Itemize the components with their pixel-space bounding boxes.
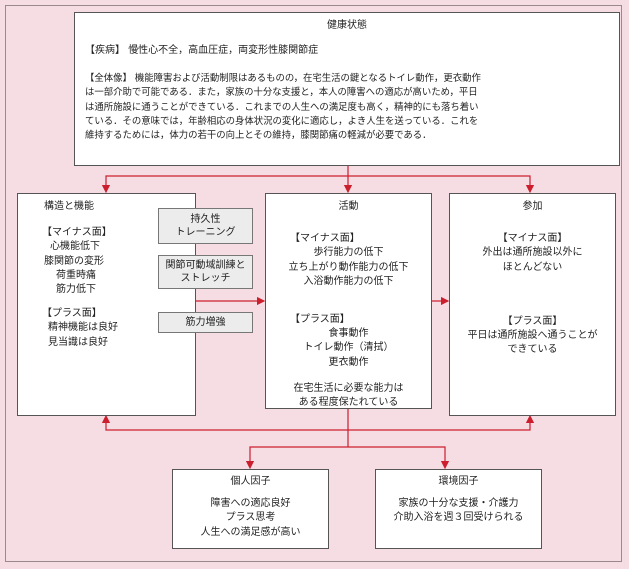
participation-plus: 【プラス面】 平日は通所施設へ通うことが できている — [456, 315, 609, 358]
participation-minus-label: 【マイナス面】 — [497, 233, 568, 245]
environmental-factors-box: 環境因子 家族の十分な支援・介護力 介助入浴を週３回受けられる — [375, 469, 542, 549]
participation-minus: 【マイナス面】 外出は通所施設以外に ほとんどない — [456, 232, 609, 275]
structure-minus-item: 荷重時痛 — [56, 269, 96, 281]
chip-line: 関節可動域訓練と — [165, 259, 246, 271]
structure-plus-item: 精神機能は良好 — [48, 322, 118, 334]
overview-line: は一部介助で可能である．また，家族の十分な支援と，本人の障害への適応が高いため，… — [85, 87, 478, 99]
personal-factor-item: 人生への満足感が高い — [200, 526, 301, 538]
personal-factor-item: 障害への適応良好 — [210, 498, 291, 510]
chip-line: ストレッチ — [180, 273, 231, 284]
activity-minus: 【マイナス面】 歩行能力の低下 立ち上がり動作能力の低下 入浴動作能力の低下 — [272, 232, 425, 289]
environmental-factor-item: 介助入浴を週３回受けられる — [393, 512, 524, 524]
activity-title: 活動 — [338, 201, 359, 212]
disease-label: 【疾病】 — [85, 45, 125, 57]
bottom-participation-arrow — [348, 414, 535, 431]
overview-text: 【全体像】 機能障害および活動制限はあるものの，在宅生活の鍵となるトイレ動作，更… — [85, 72, 609, 143]
participation-plus-line: できている — [507, 344, 558, 356]
activity-plus-item: 更衣動作 — [328, 356, 369, 368]
activity-minus-item: 立ち上がり動作能力の低下 — [288, 261, 409, 273]
environmental-factors-title: 環境因子 — [438, 476, 479, 487]
structure-plus: 【プラス面】 精神機能は良好 見当識は良好 — [26, 307, 187, 350]
health-participation-arrow — [348, 175, 535, 194]
overview-line: ている．その意味では，年齢相応の身体状況の変化に適応し，よき人生を送っている．こ… — [85, 115, 479, 127]
endurance-training-chip: 持久性 トレーニング — [158, 208, 253, 244]
structure-minus: 【マイナス面】 心機能低下 膝関節の変形 荷重時痛 筋力低下 — [26, 226, 187, 297]
personal-factors-title: 個人因子 — [230, 476, 271, 487]
structure-minus-label: 【マイナス面】 — [42, 227, 112, 239]
overview-line: 維持するためには，体力の若干の向上とその維持，膝関節痛の軽減が必要である． — [85, 129, 432, 141]
activity-minus-item: 入浴動作能力の低下 — [303, 275, 394, 287]
health-structure-arrow — [101, 175, 348, 194]
participation-minus-line: ほとんどない — [502, 261, 563, 273]
diagram-frame — [5, 5, 622, 562]
activity-plus: 【プラス面】 食事動作 トイレ動作（清拭） 更衣動作 — [272, 313, 425, 370]
chip-line: 筋力増強 — [185, 316, 226, 328]
activity-box: 活動 【マイナス面】 歩行能力の低下 立ち上がり動作能力の低下 入浴動作能力の低… — [265, 193, 432, 409]
overview-line: 【全体像】 機能障害および活動制限はあるものの，在宅生活の鍵となるトイレ動作，更… — [85, 73, 481, 85]
activity-minus-item: 歩行能力の低下 — [313, 247, 384, 259]
environmental-factor-item: 家族の十分な支援・介護力 — [398, 498, 519, 510]
chip-line: トレーニング — [175, 227, 236, 238]
participation-box: 参加 【マイナス面】 外出は通所施設以外に ほとんどない 【プラス面】 平日は通… — [449, 193, 616, 416]
disease-line: 【疾病】 慢性心不全，高血圧症，両変形性膝関節症 — [85, 44, 609, 58]
chip-line: 持久性 — [190, 213, 221, 225]
activity-note: 在宅生活に必要な能力は ある程度保たれている — [272, 382, 425, 410]
disease-text: 慢性心不全，高血圧症，両変形性膝関節症 — [128, 45, 319, 57]
bottom-personal-arrow — [245, 446, 348, 470]
activity-plus-label: 【プラス面】 — [290, 313, 350, 325]
personal-factor-item: プラス思考 — [225, 512, 276, 524]
health-state-title: 健康状態 — [327, 20, 367, 31]
personal-factors-box: 個人因子 障害への適応良好 プラス思考 人生への満足感が高い — [172, 469, 329, 549]
overview-line: は通所施設に通うことができている．これまでの人生への満足度も高く，精神的にも落ち… — [85, 101, 479, 113]
participation-plus-line: 平日は通所施設へ通うことが — [467, 329, 598, 341]
structure-plus-item: 見当識は良好 — [48, 336, 108, 348]
structure-minus-item: 筋力低下 — [56, 283, 96, 295]
structure-plus-label: 【プラス面】 — [42, 308, 102, 320]
activity-plus-item: 食事動作 — [328, 328, 369, 340]
participation-title: 参加 — [522, 201, 543, 212]
strength-training-chip: 筋力増強 — [158, 312, 253, 333]
structure-minus-item: 心機能低下 — [50, 241, 100, 253]
health-state-box: 健康状態 【疾病】 慢性心不全，高血圧症，両変形性膝関節症 【全体像】 機能障害… — [74, 12, 620, 166]
bottom-environment-arrow — [348, 446, 450, 470]
activity-note-line: 在宅生活に必要な能力は — [293, 382, 404, 394]
structure-minus-item: 膝関節の変形 — [44, 255, 104, 267]
rom-stretch-chip: 関節可動域訓練と ストレッチ — [158, 255, 253, 289]
participation-minus-line: 外出は通所施設以外に — [482, 247, 583, 259]
participation-plus-label: 【プラス面】 — [502, 315, 563, 327]
personal-factors-list: 障害への適応良好 プラス思考 人生への満足感が高い — [179, 497, 322, 540]
activity-note-line: ある程度保たれている — [298, 396, 399, 408]
activity-plus-item: トイレ動作（清拭） — [303, 342, 394, 354]
activity-minus-label: 【マイナス面】 — [290, 233, 360, 245]
environmental-factors-list: 家族の十分な支援・介護力 介助入浴を週３回受けられる — [382, 497, 535, 525]
bottom-structure-arrow — [101, 414, 348, 431]
structure-function-title: 構造と機能 — [44, 201, 94, 212]
